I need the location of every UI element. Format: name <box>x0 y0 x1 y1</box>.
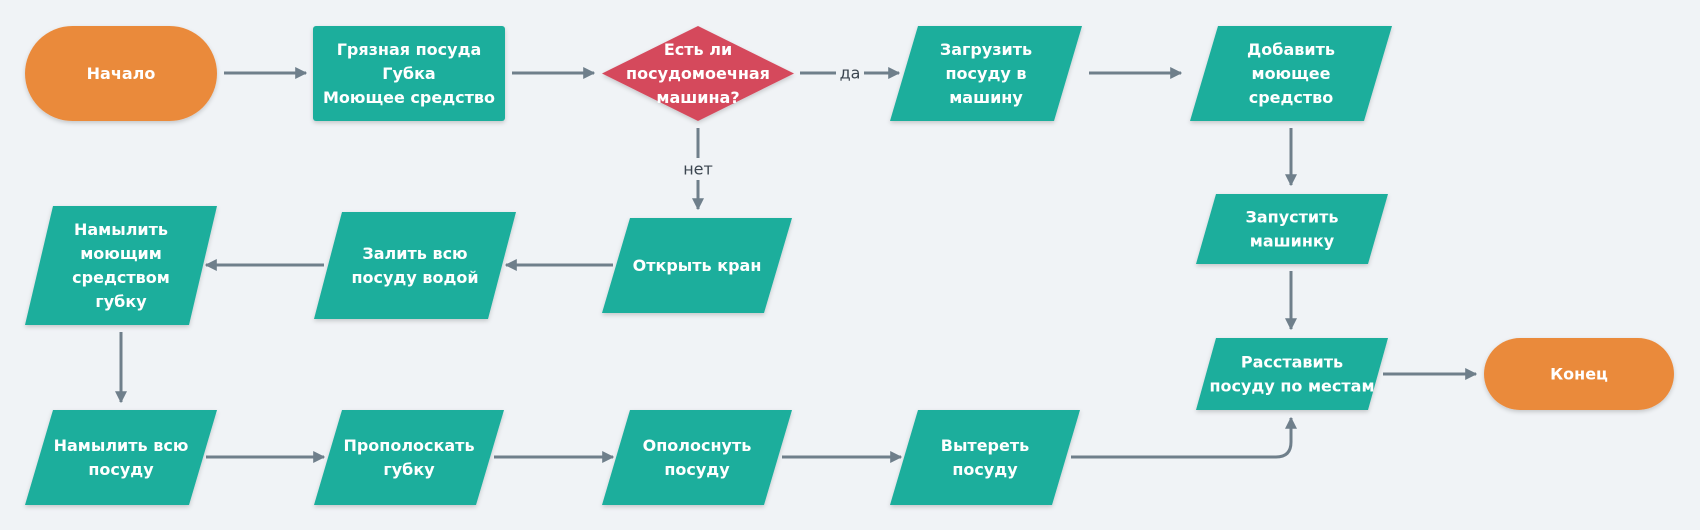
connector-wipe-dishes-to-put-away <box>1071 416 1297 459</box>
decision-shape <box>602 26 794 121</box>
node-label-line: посудомоечная <box>626 64 770 83</box>
terminal-shape <box>1484 338 1674 410</box>
node-label-line: машинку <box>1250 232 1335 251</box>
node-label-line: машина? <box>656 88 739 107</box>
node-put-away: Расставить посуду по местам <box>1196 338 1388 410</box>
node-label-line: Прополоскать <box>343 436 474 455</box>
node-label-line: губку <box>95 292 147 311</box>
node-label-line: Ополоснуть <box>643 436 752 455</box>
node-end: Конец <box>1484 338 1674 410</box>
io-shape <box>1196 194 1388 264</box>
node-label-line: посуду <box>952 460 1018 479</box>
node-load-dishes: Загрузить посуду в машину <box>890 26 1082 121</box>
edge-label-background <box>836 62 864 84</box>
node-start-machine: Запустить машинку <box>1196 194 1388 264</box>
io-shape <box>314 410 504 505</box>
node-rinse-sponge: Прополоскать губку <box>314 410 504 505</box>
node-rinse-dishes: Ополоснуть посуду <box>602 410 792 505</box>
node-label-line: Расставить <box>1241 353 1343 372</box>
node-open-tap: Открыть кран <box>602 218 792 313</box>
node-label-line: средство <box>1249 88 1334 107</box>
node-label-line: моющее <box>1251 64 1330 83</box>
node-label-line: Начало <box>87 64 156 83</box>
node-start: Начало <box>25 26 217 121</box>
node-label-line: Вытереть <box>941 436 1029 455</box>
node-label-line: посуду водой <box>351 268 478 287</box>
node-fill-water: Залить всю посуду водой <box>314 212 516 319</box>
node-label-line: средством <box>72 268 170 287</box>
node-label-line: Моющее средство <box>323 88 495 107</box>
node-label-line: моющим <box>80 244 162 263</box>
io-shape <box>602 410 792 505</box>
node-label-line: машину <box>949 88 1023 107</box>
node-label-line: губку <box>383 460 435 479</box>
io-shape <box>1196 338 1388 410</box>
node-label-line: Намылить всю <box>54 436 189 455</box>
node-label-line: Есть ли <box>664 40 732 59</box>
io-shape <box>890 26 1082 121</box>
node-label-line: Открыть кран <box>633 256 762 275</box>
node-wipe-dishes: Вытереть посуду <box>890 410 1080 505</box>
node-label-line: Залить всю <box>362 244 467 263</box>
node-label-line: посуду по местам <box>1209 377 1374 396</box>
connectors <box>115 67 1478 463</box>
io-shape <box>25 206 217 325</box>
io-shape <box>890 410 1080 505</box>
edge-label-has-dishwasher-to-open-tap: нет <box>683 160 713 179</box>
node-label-line: Запустить <box>1245 208 1338 227</box>
node-has-dishwasher: Есть ли посудомоечная машина? <box>602 26 794 121</box>
node-add-detergent: Добавить моющее средство <box>1190 26 1392 121</box>
node-label-line: Намылить <box>74 220 168 239</box>
node-label-line: Конец <box>1550 365 1608 384</box>
process-shape <box>313 26 505 121</box>
node-label-line: посуду в <box>945 64 1026 83</box>
edge-label-has-dishwasher-to-load-dishes: да <box>840 64 861 83</box>
node-label-line: Губка <box>382 64 435 83</box>
io-shape <box>602 218 792 313</box>
io-shape <box>1190 26 1392 121</box>
node-label-line: посуду <box>664 460 730 479</box>
node-label-line: Загрузить <box>940 40 1032 59</box>
node-label-line: Добавить <box>1247 40 1335 59</box>
node-label-line: посуду <box>88 460 154 479</box>
edge-labels: да нет <box>679 62 864 180</box>
node-label-line: Грязная посуда <box>337 40 482 59</box>
io-shape <box>25 410 217 505</box>
io-shape <box>314 212 516 319</box>
node-lather-sponge: Намылить моющим средством губку <box>25 206 217 325</box>
edge-label-background <box>679 158 717 180</box>
node-lather-dishes: Намылить всю посуду <box>25 410 217 505</box>
terminal-shape <box>25 26 217 121</box>
